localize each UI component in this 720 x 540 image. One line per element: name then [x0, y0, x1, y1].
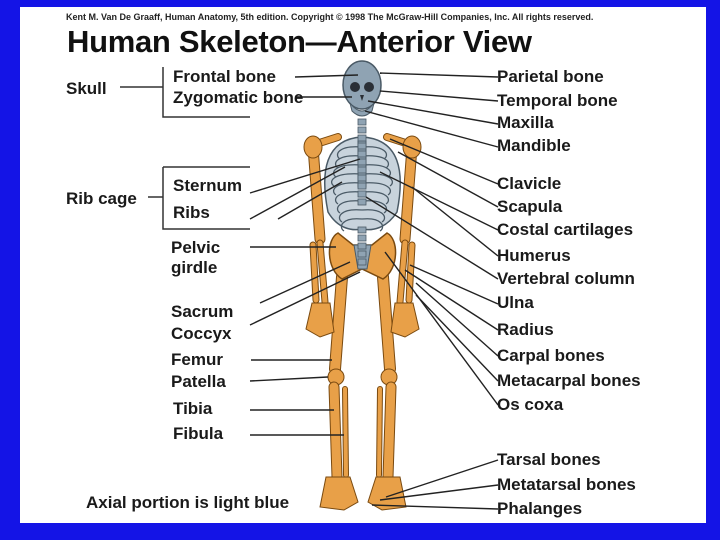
vertebra-14 — [358, 251, 366, 257]
fibula-left — [379, 389, 380, 475]
label-scapula: Scapula — [497, 198, 562, 215]
leader-line-23 — [250, 377, 328, 381]
label-mandible: Mandible — [497, 137, 571, 154]
label-costal-cartilages: Costal cartilages — [497, 221, 633, 238]
foot-right — [320, 477, 358, 510]
label-tarsal-bones: Tarsal bones — [497, 451, 601, 468]
femur-right — [335, 277, 342, 369]
shoulder-right — [304, 136, 322, 158]
vertebra-0 — [358, 119, 366, 125]
leader-line-3 — [380, 91, 498, 101]
vertebra-7 — [358, 175, 366, 181]
label-ulna: Ulna — [497, 294, 534, 311]
label-tibia: Tibia — [173, 400, 212, 417]
fibula-right — [345, 389, 346, 475]
shoulder-left — [403, 136, 421, 158]
label-maxilla: Maxilla — [497, 114, 554, 131]
vertebra-15 — [358, 259, 366, 265]
label-pelvic-girdle-2: girdle — [171, 259, 217, 276]
footer-note: Axial portion is light blue — [86, 494, 289, 511]
label-vertebral-column: Vertebral column — [497, 270, 635, 287]
label-parietal-bone: Parietal bone — [497, 68, 604, 85]
tibia-right — [334, 387, 337, 477]
leader-line-5 — [365, 111, 498, 147]
orbit-right — [350, 82, 360, 92]
figure-panel: Kent M. Van De Graaff, Human Anatomy, 5t… — [20, 7, 706, 523]
orbit-left — [364, 82, 374, 92]
label-sacrum: Sacrum — [171, 303, 233, 320]
leader-line-4 — [368, 101, 498, 124]
label-humerus: Humerus — [497, 247, 571, 264]
label-femur: Femur — [171, 351, 223, 368]
label-ribs: Ribs — [173, 204, 210, 221]
leader-line-17 — [416, 295, 498, 381]
vertebra-6 — [358, 167, 366, 173]
vertebra-9 — [358, 191, 366, 197]
label-fibula: Fibula — [173, 425, 223, 442]
femur-left — [383, 277, 390, 369]
copyright-line: Kent M. Van De Graaff, Human Anatomy, 5t… — [66, 12, 593, 22]
label-frontal-bone: Frontal bone — [173, 68, 276, 85]
label-sternum: Sternum — [173, 177, 242, 194]
vertebra-13 — [358, 243, 366, 249]
label-radius: Radius — [497, 321, 554, 338]
vertebra-2 — [358, 135, 366, 141]
vertebra-4 — [358, 151, 366, 157]
label-pelvic-girdle-1: Pelvic — [171, 239, 220, 256]
label-phalanges: Phalanges — [497, 500, 582, 517]
vertebra-1 — [358, 127, 366, 133]
group-label-rib-cage: Rib cage — [66, 190, 137, 207]
leader-line-12 — [412, 187, 498, 256]
page-title: Human Skeleton—Anterior View — [67, 24, 532, 60]
label-patella: Patella — [171, 373, 226, 390]
ulna-right — [313, 245, 316, 300]
label-metacarpal-bones: Metacarpal bones — [497, 372, 641, 389]
leader-line-15 — [405, 270, 498, 330]
label-carpal-bones: Carpal bones — [497, 347, 605, 364]
vertebra-8 — [358, 183, 366, 189]
hand-left — [391, 303, 419, 337]
label-os-coxa: Os coxa — [497, 396, 563, 413]
tibia-left — [388, 387, 391, 477]
label-metatarsal-bones: Metatarsal bones — [497, 476, 636, 493]
label-coccyx: Coccyx — [171, 325, 231, 342]
vertebra-3 — [358, 143, 366, 149]
vertebra-11 — [358, 227, 366, 233]
label-zygomatic-bone: Zygomatic bone — [173, 89, 303, 106]
group-label-skull: Skull — [66, 80, 107, 97]
label-clavicle: Clavicle — [497, 175, 561, 192]
vertebra-12 — [358, 235, 366, 241]
label-temporal-bone: Temporal bone — [497, 92, 618, 109]
leader-line-16 — [416, 283, 498, 356]
hand-right — [306, 303, 334, 337]
leader-line-2 — [380, 73, 498, 77]
vertebra-10 — [358, 199, 366, 205]
